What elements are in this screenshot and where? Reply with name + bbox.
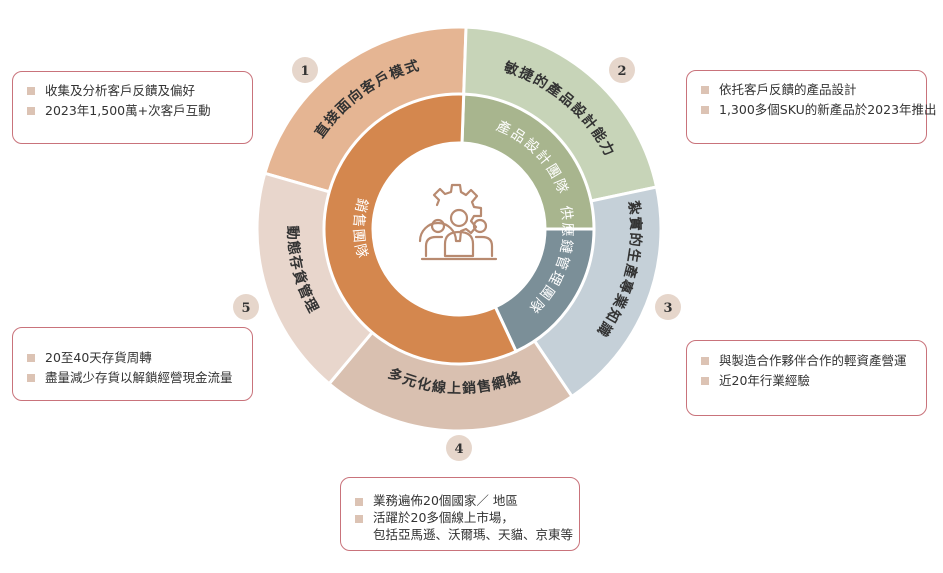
bullet-square-icon bbox=[355, 515, 363, 523]
outer-segment-3: 紮實的生產專業知識 bbox=[529, 185, 663, 399]
number-badge-2: 2 bbox=[609, 57, 635, 83]
badge-number: 1 bbox=[300, 64, 309, 79]
number-badge-4: 4 bbox=[446, 435, 472, 461]
bullet-square-icon bbox=[701, 86, 709, 94]
badge-circle bbox=[446, 435, 472, 461]
list-item: 業務遍佈20個國家／ 地區 bbox=[355, 492, 569, 509]
list-item: 依托客戶反饋的產品設計 bbox=[701, 80, 916, 100]
list-item: 收集及分析客戶反饋及偏好 bbox=[27, 81, 242, 101]
list-item: 與製造合作夥伴合作的輕資產營運 bbox=[701, 351, 916, 371]
badge-circle bbox=[292, 57, 318, 83]
info-box-5: 20至40天存貨周轉 盡量減少存貨以解鎖經營現金流量 bbox=[12, 327, 253, 401]
bullet-square-icon bbox=[27, 87, 35, 95]
badge-circle bbox=[233, 294, 259, 320]
info-box-1: 收集及分析客戶反饋及偏好 2023年1,500萬+次客戶互動 bbox=[12, 71, 253, 144]
team-gear-icon bbox=[418, 183, 498, 261]
number-badge-5: 5 bbox=[233, 294, 259, 320]
badge-circle bbox=[609, 57, 635, 83]
center-circle bbox=[373, 143, 545, 315]
info-box-2: 依托客戶反饋的產品設計 1,300多個SKU的新產品於2023年推出 bbox=[686, 70, 937, 144]
badge-number: 2 bbox=[617, 64, 626, 79]
badge-number: 5 bbox=[241, 301, 250, 316]
list-item: 盡量減少存貨以解鎖經營現金流量 bbox=[27, 368, 242, 388]
bullet-square-icon bbox=[27, 374, 35, 382]
badge-number: 4 bbox=[454, 442, 463, 457]
inner-segment-label: 銷售團隊 bbox=[350, 196, 371, 261]
bullet-square-icon bbox=[701, 357, 709, 365]
badge-number: 3 bbox=[663, 301, 672, 316]
bullet-square-icon bbox=[701, 106, 709, 114]
list-item: 20至40天存貨周轉 bbox=[27, 348, 242, 368]
bullet-square-icon bbox=[701, 377, 709, 385]
badge-circle bbox=[655, 294, 681, 320]
number-badge-3: 3 bbox=[655, 294, 681, 320]
bullet-square-icon bbox=[27, 354, 35, 362]
number-badge-1: 1 bbox=[292, 57, 318, 83]
info-box-3: 與製造合作夥伴合作的輕資產營運 近20年行業經驗 bbox=[686, 340, 927, 416]
center-hub bbox=[373, 143, 545, 315]
list-item: 近20年行業經驗 bbox=[701, 371, 916, 391]
list-item: 2023年1,500萬+次客戶互動 bbox=[27, 101, 242, 121]
list-item: 活躍於20多個線上市場，包括亞馬遜、沃爾瑪、天貓、京東等 bbox=[355, 509, 573, 543]
info-box-4: 業務遍佈20個國家／ 地區 活躍於20多個線上市場，包括亞馬遜、沃爾瑪、天貓、京… bbox=[340, 477, 580, 551]
bullet-square-icon bbox=[355, 498, 363, 506]
number-badges: 1 2 3 4 5 bbox=[233, 57, 681, 461]
list-item: 1,300多個SKU的新產品於2023年推出 bbox=[701, 100, 937, 120]
bullet-square-icon bbox=[27, 107, 35, 115]
